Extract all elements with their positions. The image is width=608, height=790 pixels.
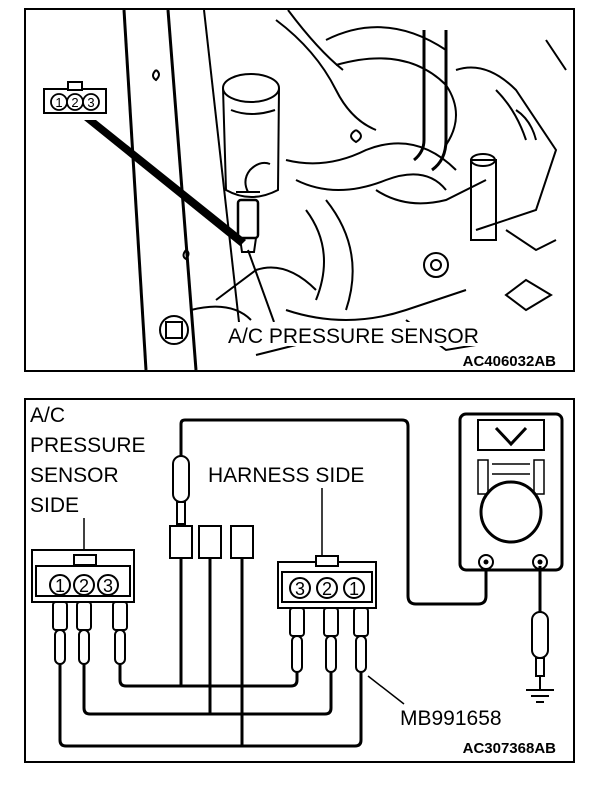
test-harness-wires — [58, 558, 363, 748]
pin-number: 3 — [295, 579, 305, 599]
tool-label: MB991658 — [400, 707, 502, 730]
pin-number: 1 — [349, 579, 359, 599]
harness-side-label: HARNESS SIDE — [208, 464, 364, 487]
figure-code: AC307368AB — [463, 740, 557, 757]
branch-test-terminals — [169, 525, 254, 559]
sensor-side-label-line: SENSOR — [30, 464, 119, 487]
sensor-side-label-line: SIDE — [30, 494, 79, 517]
voltmeter-positive-probe — [172, 418, 488, 606]
harness-side-connector: 3 2 1 — [277, 555, 377, 609]
engine-bay-drawing: 1 2 3 A/C PRESSURE SENSOR AC406032AB — [43, 10, 567, 370]
sensor-side-probes — [52, 601, 128, 665]
tool-leader-line — [367, 675, 405, 705]
pin-number: 1 — [55, 95, 62, 110]
wiring-diagram: A/C PRESSURE SENSOR SIDE HARNESS SIDE 1 … — [24, 398, 575, 763]
pin-number: 1 — [55, 576, 65, 596]
connector-pointer — [84, 120, 246, 246]
sensor-leader-line — [247, 249, 275, 323]
sensor-side-label-line: PRESSURE — [30, 434, 146, 457]
connector-pinout-icon: 1 2 3 — [43, 81, 107, 114]
voltmeter-ground-probe — [526, 566, 554, 703]
engine-bay-illustration: 1 2 3 A/C PRESSURE SENSOR AC406032AB — [24, 8, 575, 372]
pin-number: 3 — [103, 576, 113, 596]
pin-number: 2 — [71, 95, 78, 110]
voltmeter — [458, 412, 564, 572]
sensor-side-connector: 1 2 3 — [31, 549, 135, 603]
sensor-side-label-line: A/C — [30, 404, 65, 427]
pin-number: 2 — [322, 579, 332, 599]
voltage-symbol-icon — [494, 426, 528, 447]
pin-number: 3 — [87, 95, 94, 110]
harness-side-probes — [289, 607, 369, 673]
figure-code: AC406032AB — [463, 353, 557, 370]
wiring-diagram-drawing: A/C PRESSURE SENSOR SIDE HARNESS SIDE 1 … — [30, 404, 564, 757]
engine-components — [122, 10, 567, 370]
ground-icon — [526, 689, 554, 703]
pin-number: 2 — [79, 576, 89, 596]
dial-knob-icon — [479, 480, 543, 544]
sensor-label: A/C PRESSURE SENSOR — [228, 325, 479, 348]
